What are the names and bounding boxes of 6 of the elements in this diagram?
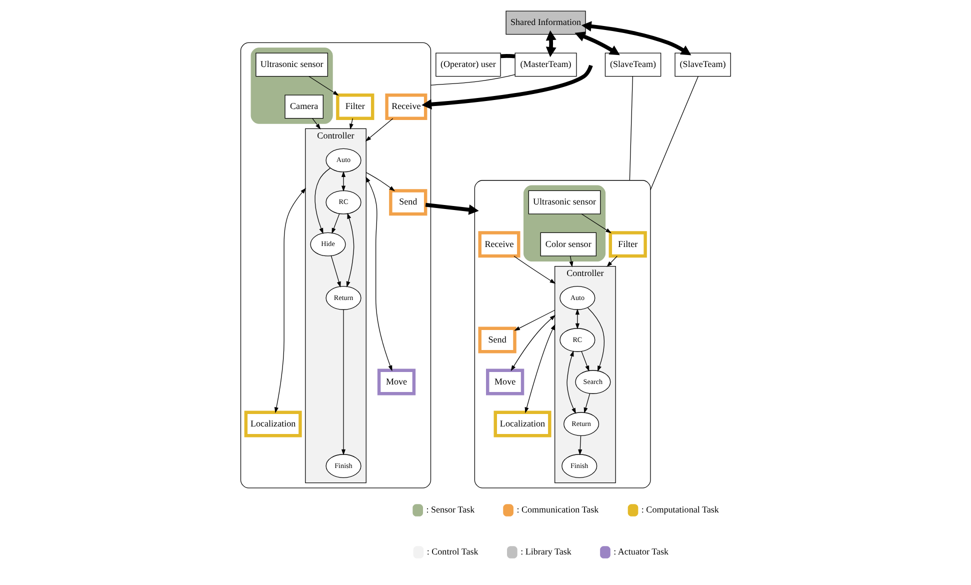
legend-label: : Computational Task (640, 504, 718, 515)
legend-label: : Communication Task (516, 504, 598, 515)
legend-label: : Actuator Task (613, 546, 668, 557)
legend-label: : Control Task (426, 546, 478, 557)
legend-label: : Sensor Task (426, 504, 474, 515)
legend-label: : Library Task (520, 546, 571, 557)
